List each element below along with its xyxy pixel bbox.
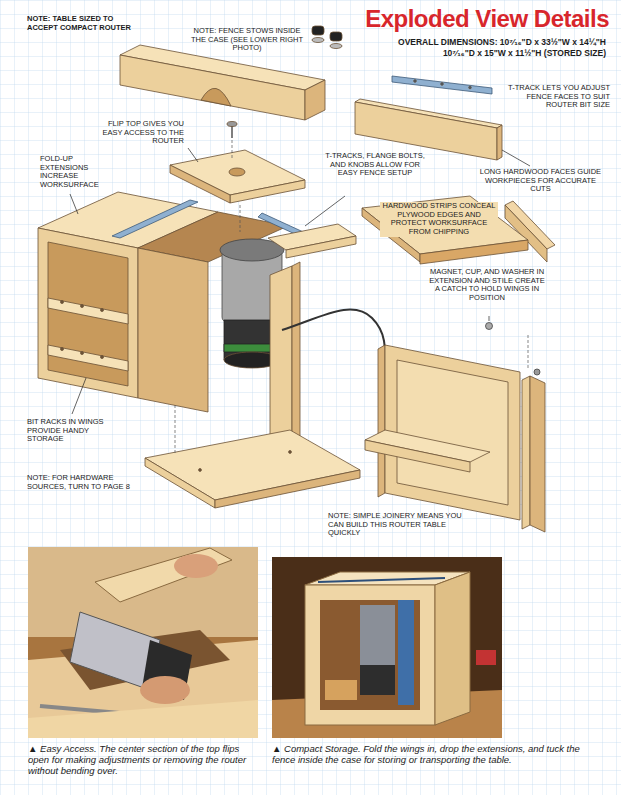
- note-text: NOTE: SIMPLE JOINERY MEANS YOU CAN BUILD…: [328, 512, 463, 538]
- screw-hole: [414, 80, 417, 83]
- screw-hole: [441, 83, 444, 86]
- leader-line: [72, 378, 86, 414]
- top-plank-edge: [286, 236, 356, 258]
- wing-edge: [378, 345, 385, 497]
- callout-text: HARDWOOD STRIPS CONCEAL PLYWOOD EDGES AN…: [380, 202, 498, 237]
- case-front: [305, 585, 435, 725]
- base-edge: [215, 470, 360, 508]
- callout-text: T-TRACK LETS YOU ADJUST FENCE FACES TO S…: [498, 84, 610, 110]
- bolt-head: [227, 122, 237, 127]
- case-interior: [320, 600, 420, 710]
- hand: [174, 554, 218, 578]
- leader-line: [502, 150, 530, 166]
- dimension-text: 10⁷⁄₁₆"D x 15"W x 11½"H (STORED SIZE): [330, 49, 606, 59]
- fence-face-end: [497, 125, 502, 160]
- callout-text: T-TRACKS, FLANGE BOLTS, AND KNOBS ALLOW …: [325, 152, 425, 178]
- bit-hole: [61, 348, 64, 351]
- photo-caption: ▲ Compact Storage. Fold the wings in, dr…: [272, 744, 602, 766]
- bit-opening: [201, 88, 231, 106]
- wing-stile-side: [530, 376, 545, 532]
- wing-front: [38, 228, 138, 398]
- bit-hole: [81, 352, 84, 355]
- fence-end: [305, 80, 325, 120]
- router-motor: [360, 665, 395, 695]
- dashed-line: [175, 405, 176, 455]
- stile-edge: [292, 262, 300, 440]
- callout-text: MAGNET, CUP, AND WASHER IN EXTENSION AND…: [428, 268, 546, 303]
- callout-text: FOLD-UP EXTENSIONS INCREASE WORKSURFACE: [40, 155, 112, 190]
- photo-ground: [28, 547, 258, 738]
- magnet: [486, 323, 493, 330]
- bit-hole: [101, 309, 104, 312]
- leader-line: [305, 196, 345, 226]
- bit-rack: [48, 345, 128, 371]
- callout-text: LONG HARDWOOD FACES GUIDE WORKPIECES FOR…: [478, 168, 603, 194]
- screw-hole: [289, 451, 292, 454]
- screw-hole: [199, 469, 202, 472]
- wing-opening: [48, 242, 128, 386]
- callout-text: BIT RACKS IN WINGS PROVIDE HANDY STORAGE: [27, 418, 107, 444]
- flip-top-edge: [170, 165, 230, 203]
- photo-wall: [28, 547, 258, 637]
- knob: [330, 32, 342, 41]
- t-track: [318, 578, 445, 582]
- screw-hole: [469, 86, 472, 89]
- photo-ground: [272, 557, 502, 738]
- knob: [312, 26, 324, 35]
- note-text: NOTE: FENCE STOWS INSIDE THE CASE (SEE L…: [188, 27, 306, 53]
- leader-line: [489, 316, 490, 321]
- leader-line: [70, 194, 78, 214]
- hand: [140, 676, 190, 704]
- case-side: [435, 572, 470, 725]
- t-track: [392, 76, 492, 94]
- note-text: NOTE: FOR HARDWARE SOURCES, TURN TO PAGE…: [27, 474, 142, 491]
- fence-front: [120, 55, 305, 120]
- flip-top: [95, 548, 232, 602]
- base: [145, 430, 360, 500]
- note-text: NOTE: TABLE SIZED TO ACCEPT COMPACT ROUT…: [27, 15, 139, 32]
- power-cord: [282, 310, 385, 372]
- washer: [312, 38, 324, 43]
- clamp: [476, 650, 496, 665]
- photo-compact-storage: [272, 557, 502, 738]
- leader-line: [188, 148, 198, 162]
- bit-hole: [229, 168, 245, 176]
- bit-hole: [81, 305, 84, 308]
- wing-stile: [522, 376, 530, 529]
- magnet-cup: [534, 369, 540, 375]
- stile: [270, 266, 292, 449]
- bit-rack-edge: [365, 440, 470, 472]
- flip-top-edge: [230, 180, 305, 203]
- bit-hole: [101, 356, 104, 359]
- case-front: [28, 700, 258, 738]
- stored-fence: [398, 600, 414, 705]
- washer: [330, 44, 342, 49]
- page-title: Exploded View Details: [365, 5, 609, 33]
- case-side: [138, 248, 208, 412]
- wing-panel: [385, 345, 520, 520]
- dashed-line: [240, 205, 241, 232]
- callout-text: FLIP TOP GIVES YOU EASY ACCESS TO THE RO…: [92, 120, 184, 146]
- dashed-line: [232, 140, 233, 160]
- dashed-line: [528, 335, 529, 370]
- router: [360, 605, 395, 665]
- exploded-router-table: [38, 26, 555, 532]
- photo-easy-access: [28, 547, 258, 738]
- bit-rack: [325, 680, 357, 700]
- base-edge: [145, 458, 215, 508]
- wing-inner: [397, 360, 508, 505]
- dimension-text: OVERALL DIMENSIONS: 10⁷⁄₁₆"D x 33½"W x 1…: [330, 38, 606, 48]
- bit-hole: [61, 301, 64, 304]
- photo-caption: ▲ Easy Access. The center section of the…: [28, 744, 260, 777]
- bit-rack: [48, 298, 128, 324]
- hardwood-strip: [420, 240, 528, 264]
